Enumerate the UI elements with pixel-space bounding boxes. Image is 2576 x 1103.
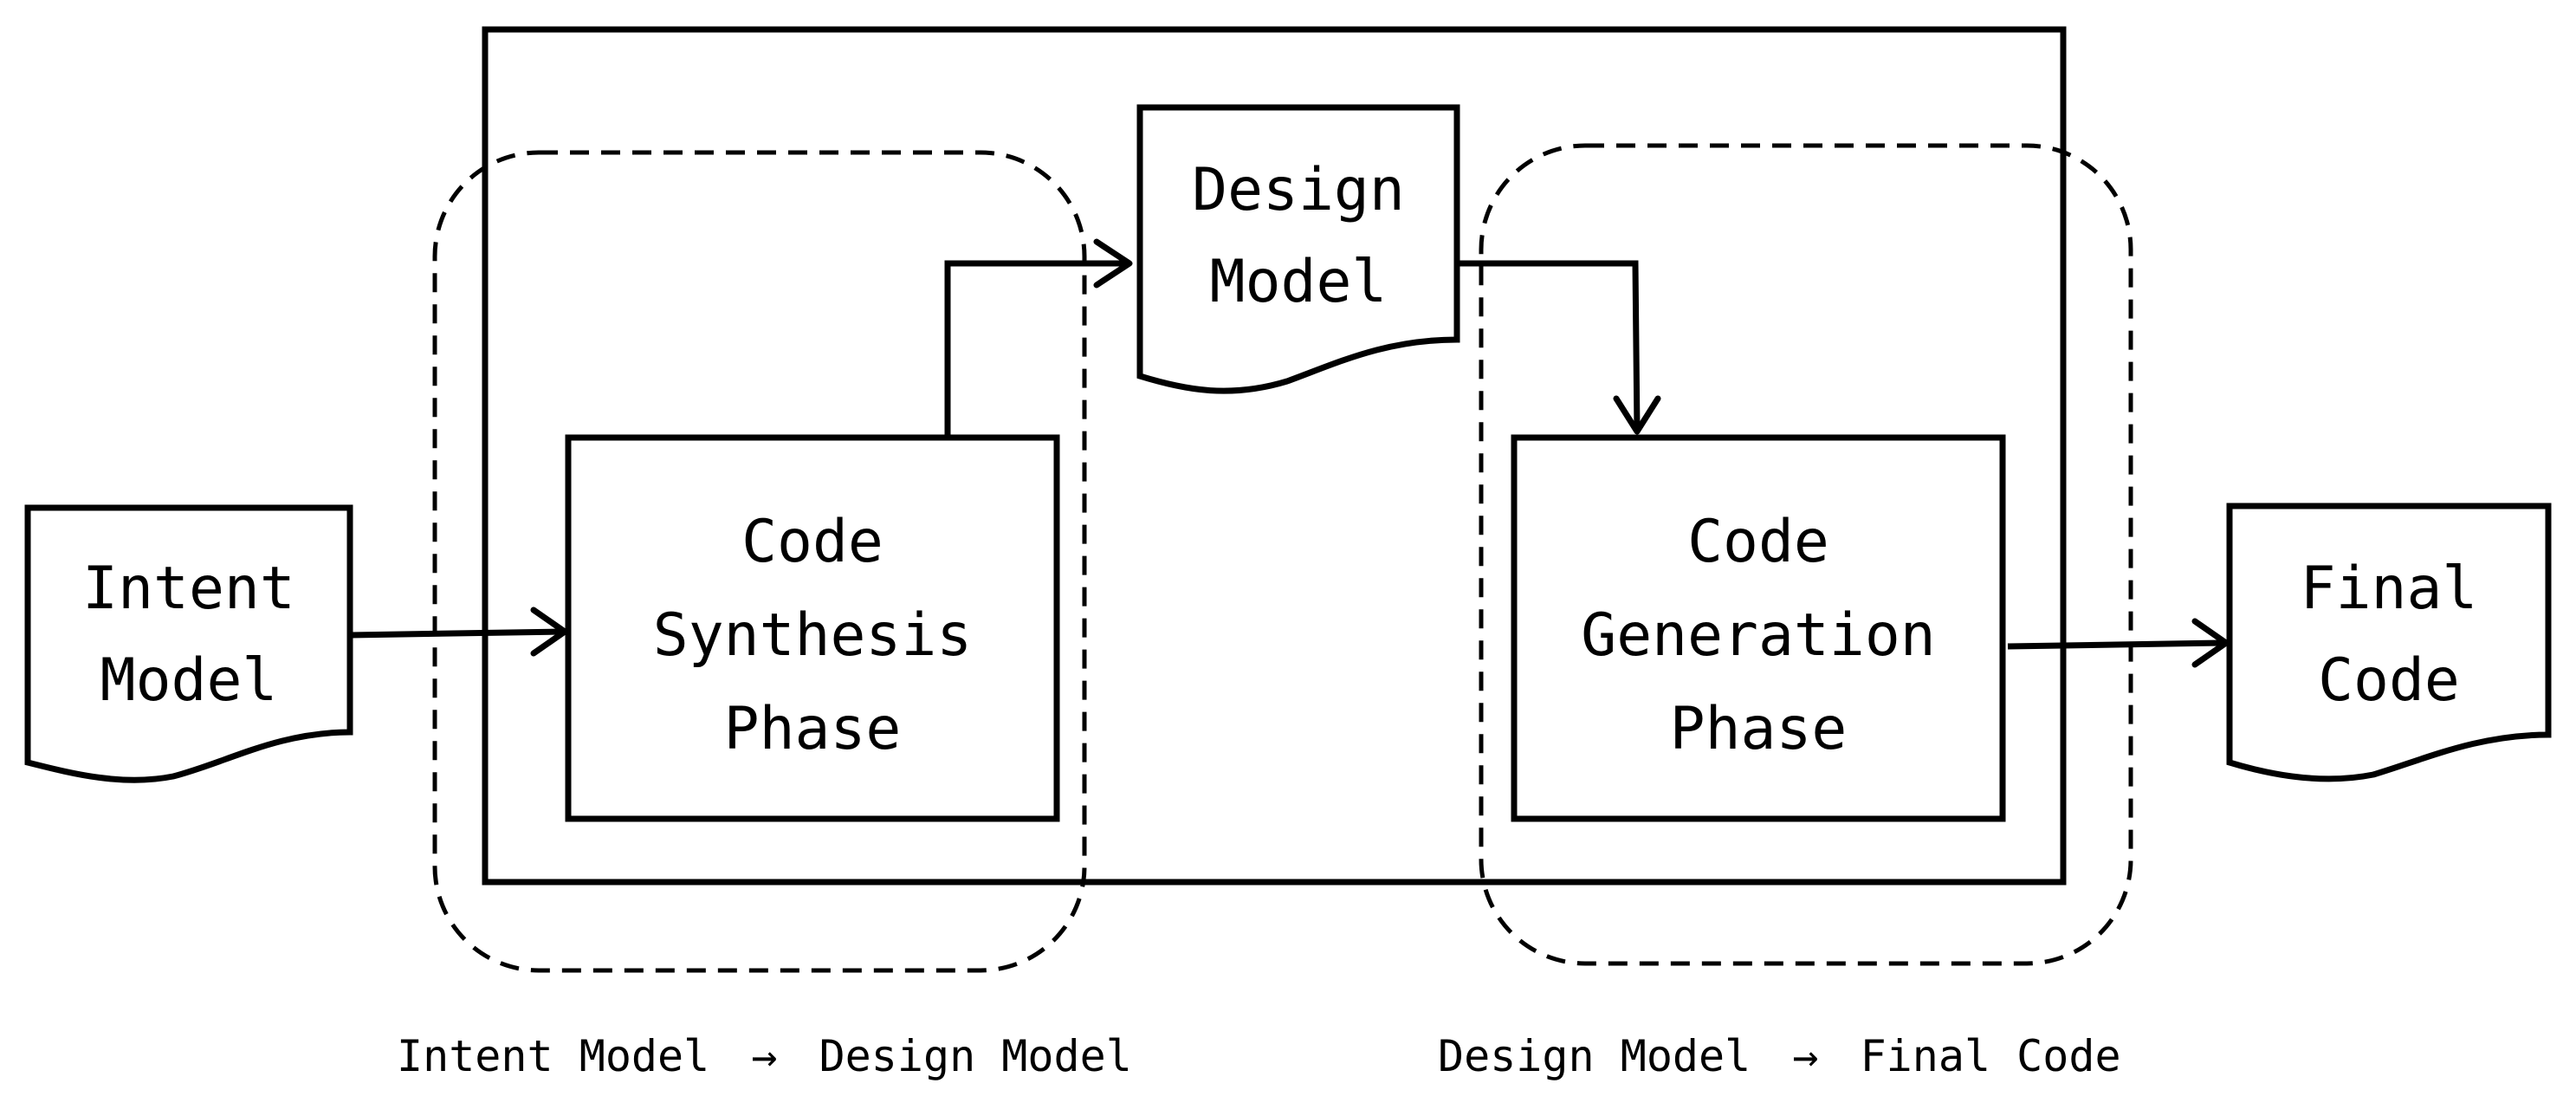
intent-model-line-1: Intent (82, 555, 295, 623)
code-synthesis-phase-box: Code Synthesis Phase (565, 434, 1060, 822)
final-code-document: Final Code (2226, 503, 2552, 782)
outer-frame (482, 26, 2067, 886)
design-model-line-2: Model (1210, 248, 1388, 316)
arrow-synthesis-to-design (944, 238, 1133, 438)
arrow-generation-to-final (2007, 618, 2230, 668)
synthesis-scope-dashed (432, 150, 1087, 973)
arrow-intent-to-synthesis (349, 607, 568, 657)
caption-generation-from: Design Model (1438, 1031, 1751, 1081)
code-generation-line-1: Code (1687, 508, 1829, 576)
intent-model-line-2: Model (100, 646, 278, 715)
caption-generation-arrow: → (1792, 1031, 1818, 1081)
caption-synthesis-arrow: → (751, 1031, 777, 1081)
intent-model-document: Intent Model (24, 504, 353, 783)
design-model-line-1: Design (1192, 156, 1405, 224)
caption-generation-to: Final Code (1861, 1031, 2121, 1081)
final-code-line-2: Code (2318, 646, 2460, 715)
caption-synthesis-from: Intent Model (397, 1031, 709, 1081)
caption-synthesis: Intent Model → Design Model (397, 1031, 1132, 1081)
code-generation-line-2: Generation (1581, 601, 1935, 670)
final-code-line-1: Final (2301, 555, 2478, 623)
code-generation-line-3: Phase (1670, 695, 1848, 763)
arrow-design-to-generation (1457, 260, 1661, 435)
design-model-document: Design Model (1136, 104, 1460, 394)
caption-synthesis-to: Design Model (819, 1031, 1132, 1081)
caption-generation: Design Model → Final Code (1438, 1031, 2121, 1081)
code-generation-phase-box: Code Generation Phase (1511, 434, 2006, 822)
code-synthesis-line-2: Synthesis (653, 601, 972, 670)
code-synthesis-line-3: Phase (724, 695, 902, 763)
code-synthesis-line-1: Code (741, 508, 883, 576)
generation-scope-dashed (1479, 143, 2133, 966)
